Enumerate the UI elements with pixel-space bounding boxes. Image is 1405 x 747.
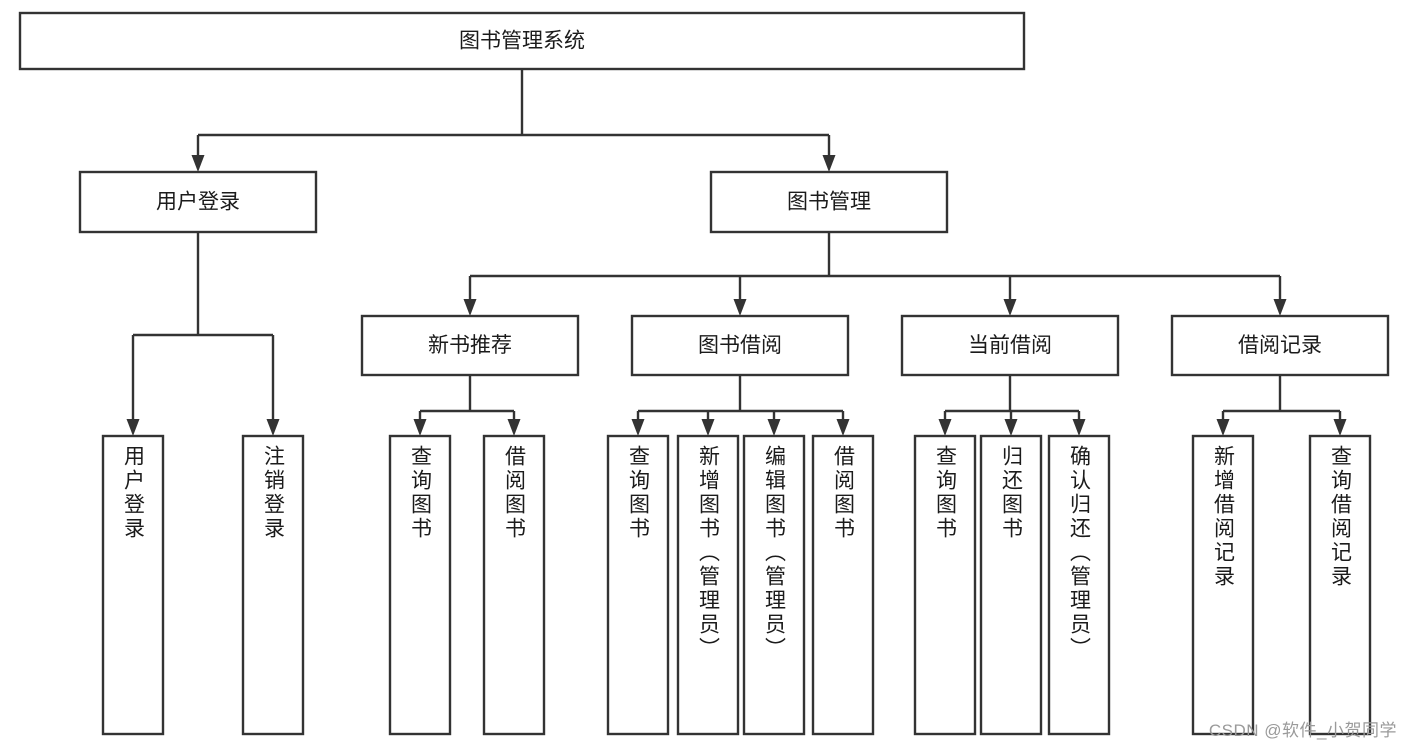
arrow-head-icon: [507, 419, 521, 436]
node-leaf-box-11[interactable]: [1191, 434, 1255, 736]
node-level3-box-2[interactable]: [900, 314, 1120, 377]
node-leaf-box-6[interactable]: [742, 434, 806, 736]
node-leaf-box-2[interactable]: [388, 434, 452, 736]
arrow-head-icon: [1003, 299, 1017, 316]
arrow-head-icon: [631, 419, 645, 436]
node-level2-label-0: 用户登录: [156, 191, 240, 214]
node-level2-box-1[interactable]: [709, 170, 949, 234]
arrow-head-icon: [126, 419, 140, 436]
node-level3-box-1[interactable]: [630, 314, 850, 377]
node-level3-label-0: 新书推荐: [428, 334, 512, 357]
arrow-head-icon: [1216, 419, 1230, 436]
node-level2-box-0[interactable]: [78, 170, 318, 234]
node-root-box[interactable]: [18, 11, 1026, 71]
arrow-head-icon: [413, 419, 427, 436]
arrow-head-icon: [1004, 419, 1018, 436]
watermark: CSDN @软件_小贺同学: [1208, 721, 1397, 740]
node-leaf-box-8[interactable]: [913, 434, 977, 736]
arrow-head-icon: [938, 419, 952, 436]
arrow-head-icon: [836, 419, 850, 436]
connector-layer: [126, 69, 1347, 436]
node-box-layer: [18, 11, 1390, 736]
arrow-head-icon: [701, 419, 715, 436]
arrow-head-icon: [1072, 419, 1086, 436]
arrow-head-icon: [191, 155, 205, 172]
node-level3-label-1: 图书借阅: [698, 334, 782, 357]
node-level3-label-2: 当前借阅: [968, 334, 1052, 357]
node-leaf-box-1[interactable]: [241, 434, 305, 736]
arrow-head-icon: [767, 419, 781, 436]
arrow-head-icon: [266, 419, 280, 436]
node-level3-label-3: 借阅记录: [1238, 334, 1322, 357]
node-leaf-box-12[interactable]: [1308, 434, 1372, 736]
node-level3-box-3[interactable]: [1170, 314, 1390, 377]
node-leaf-box-5[interactable]: [676, 434, 740, 736]
arrow-head-icon: [1273, 299, 1287, 316]
node-level3-box-0[interactable]: [360, 314, 580, 377]
node-leaf-box-9[interactable]: [979, 434, 1043, 736]
arrow-head-icon: [822, 155, 836, 172]
node-leaf-box-10[interactable]: [1047, 434, 1111, 736]
node-root-label: 图书管理系统: [459, 30, 585, 53]
node-leaf-box-3[interactable]: [482, 434, 546, 736]
arrow-head-icon: [733, 299, 747, 316]
node-leaf-box-0[interactable]: [101, 434, 165, 736]
node-leaf-box-7[interactable]: [811, 434, 875, 736]
node-level2-label-1: 图书管理: [787, 191, 871, 214]
arrow-head-icon: [463, 299, 477, 316]
node-leaf-box-4[interactable]: [606, 434, 670, 736]
arrow-head-icon: [1333, 419, 1347, 436]
